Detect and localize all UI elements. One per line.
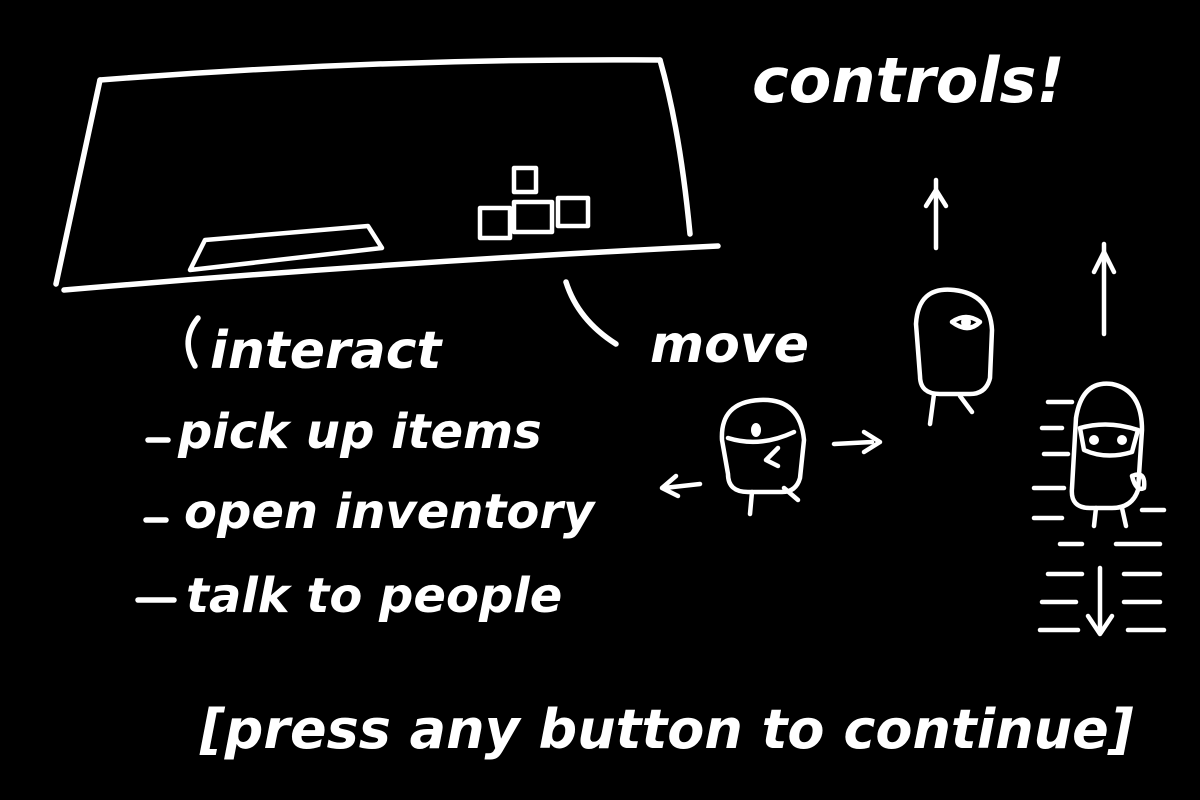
character-walking-sideways-icon (719, 397, 807, 517)
speed-lines (1031, 399, 1167, 633)
arrow-keys-icon (477, 165, 591, 241)
move-label: move (650, 315, 809, 375)
interact-connector (185, 315, 201, 369)
screen-title: controls! (752, 44, 1065, 117)
interact-label: interact (210, 321, 444, 381)
spacebar-key-icon (187, 223, 385, 273)
keyboard-icon (53, 57, 721, 293)
continue-prompt[interactable]: [press any button to continue] (199, 698, 1134, 761)
interact-item-inventory: open inventory (184, 484, 596, 540)
move-connector (563, 279, 619, 347)
character-walking-up-icon (913, 177, 995, 427)
arrow-left-icon (659, 473, 703, 499)
interact-item-pick-up: pick up items (177, 404, 542, 460)
interact-item-talk: talk to people (186, 568, 562, 624)
arrow-right-icon (831, 429, 883, 455)
interact-list: pick up items open inventory talk to peo… (135, 404, 596, 624)
character-walking-down-icon (1069, 241, 1147, 637)
